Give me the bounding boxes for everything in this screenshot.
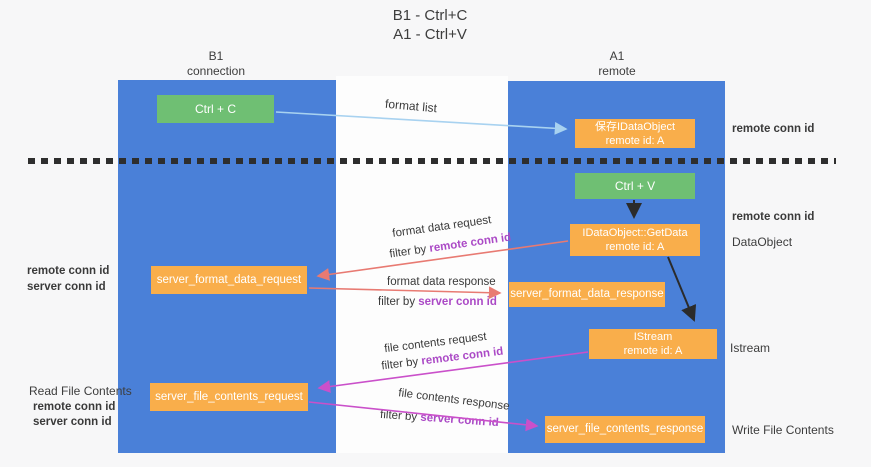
label-read-file-contents: Read File Contents	[29, 384, 132, 398]
node-ctrl-v: Ctrl + V	[575, 173, 695, 199]
server-conn-id-text: server conn id	[418, 296, 497, 308]
label-istream: Istream	[730, 341, 771, 355]
title-line-1: B1 - Ctrl+C	[392, 7, 468, 24]
lane-b1-role: connection	[186, 64, 246, 78]
filter-by-text: filter by	[378, 296, 419, 308]
node-istream: IStream remote id: A	[589, 329, 717, 359]
label-read-server-conn-id: server conn id	[33, 416, 112, 428]
label-right-remote-conn-id-top: remote conn id	[732, 123, 815, 135]
node-istream-line1: IStream	[633, 331, 673, 343]
annotation-format-data-response: format data response	[387, 276, 496, 288]
diagram-title: B1 - Ctrl+C A1 - Ctrl+V	[330, 6, 530, 44]
node-save-idataobject: 保存IDataObject remote id: A	[575, 119, 695, 148]
node-idataobject-getdata: IDataObject::GetData remote id: A	[570, 224, 700, 256]
node-server-format-data-request: server_format_data_request	[151, 266, 307, 294]
node-server-file-contents-response: server_file_contents_response	[545, 416, 705, 443]
node-save-idataobject-line1: 保存IDataObject	[594, 120, 676, 133]
lane-b1-name: B1	[208, 49, 224, 63]
node-ctrl-c: Ctrl + C	[157, 95, 274, 123]
node-server-format-data-response: server_format_data_response	[509, 282, 665, 307]
label-left-server-conn-id: server conn id	[27, 281, 106, 293]
node-save-idataobject-line2: remote id: A	[605, 134, 665, 147]
node-istream-line2: remote id: A	[623, 345, 683, 357]
label-read-remote-conn-id: remote conn id	[33, 401, 116, 413]
annotation-filter-server-1: filter by server conn id	[378, 296, 497, 308]
node-server-file-contents-request: server_file_contents_request	[150, 383, 308, 411]
lane-header-a1: A1 remote	[557, 49, 677, 79]
label-right-remote-conn-id-mid: remote conn id	[732, 211, 815, 223]
lane-header-b1: B1 connection	[156, 49, 276, 79]
label-left-remote-conn-id: remote conn id	[27, 265, 110, 277]
label-write-file-contents: Write File Contents	[732, 423, 834, 437]
lane-a1-name: A1	[609, 49, 625, 63]
lane-a1-role: remote	[598, 64, 636, 78]
label-dataobject: DataObject	[732, 235, 793, 249]
node-getdata-line1: IDataObject::GetData	[582, 227, 688, 239]
dashed-separator	[28, 158, 836, 164]
node-getdata-line2: remote id: A	[605, 241, 665, 253]
title-line-2: A1 - Ctrl+V	[393, 26, 467, 43]
